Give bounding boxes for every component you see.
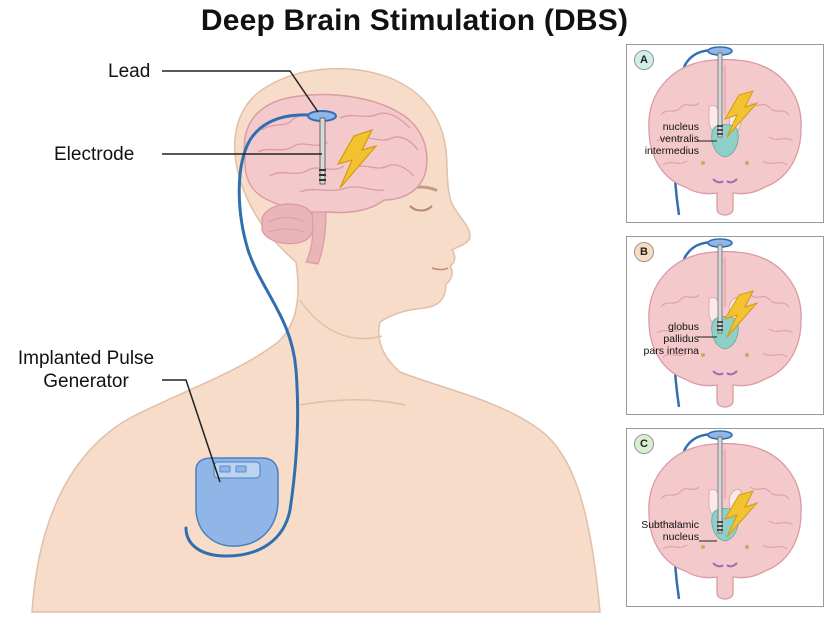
lead-leader-line [162, 70, 319, 113]
closed-eye [409, 205, 433, 212]
target-label-line: pars interna [643, 345, 699, 357]
electrode-shaft [319, 117, 326, 185]
connector-port [235, 465, 247, 473]
label-implanted-pulse-generator: Implanted Pulse Generator [6, 347, 166, 393]
target-label-line: ventralis [659, 133, 699, 145]
label-electrode: Electrode [54, 144, 135, 165]
target-label-line: nucleus [662, 531, 699, 543]
target-label-line: nucleus [662, 121, 699, 133]
target-label-line: globus [668, 321, 699, 333]
label-ipg-line2: Generator [43, 371, 129, 392]
cerebellum-folds [267, 217, 305, 233]
target-label-line: Subthalamic [641, 519, 699, 531]
neck-shading [299, 299, 383, 340]
lightning-bolt-icon [723, 290, 759, 338]
target-label-line: pallidus [663, 333, 699, 345]
coronal-brain-illustration [648, 46, 802, 216]
lead-wire [184, 113, 324, 558]
body-silhouette [31, 68, 601, 613]
panel-badge: A [634, 50, 654, 70]
ipg-leader-line [162, 379, 221, 483]
pulse-generator-device [195, 457, 279, 547]
coronal-brain-illustration [648, 430, 802, 600]
label-lead: Lead [108, 61, 151, 82]
electrode-contacts [319, 169, 326, 181]
lightning-bolt-icon [723, 490, 759, 538]
label-ipg-line1: Implanted Pulse [17, 348, 155, 369]
clavicle-line [299, 399, 406, 406]
brainstem [305, 211, 327, 265]
panel-badge: C [634, 434, 654, 454]
cerebellum [261, 203, 315, 245]
lightning-bolt-icon [723, 90, 759, 138]
leader-lines [162, 70, 322, 483]
connector-port [219, 465, 231, 473]
lightning-bolt-icon [336, 128, 378, 189]
panel-badge: B [634, 242, 654, 262]
mouth [431, 267, 449, 271]
diagram-title: Deep Brain Stimulation (DBS) [200, 4, 629, 37]
target-label-line: intermedius [644, 145, 699, 157]
coronal-brain-illustration [648, 238, 802, 408]
